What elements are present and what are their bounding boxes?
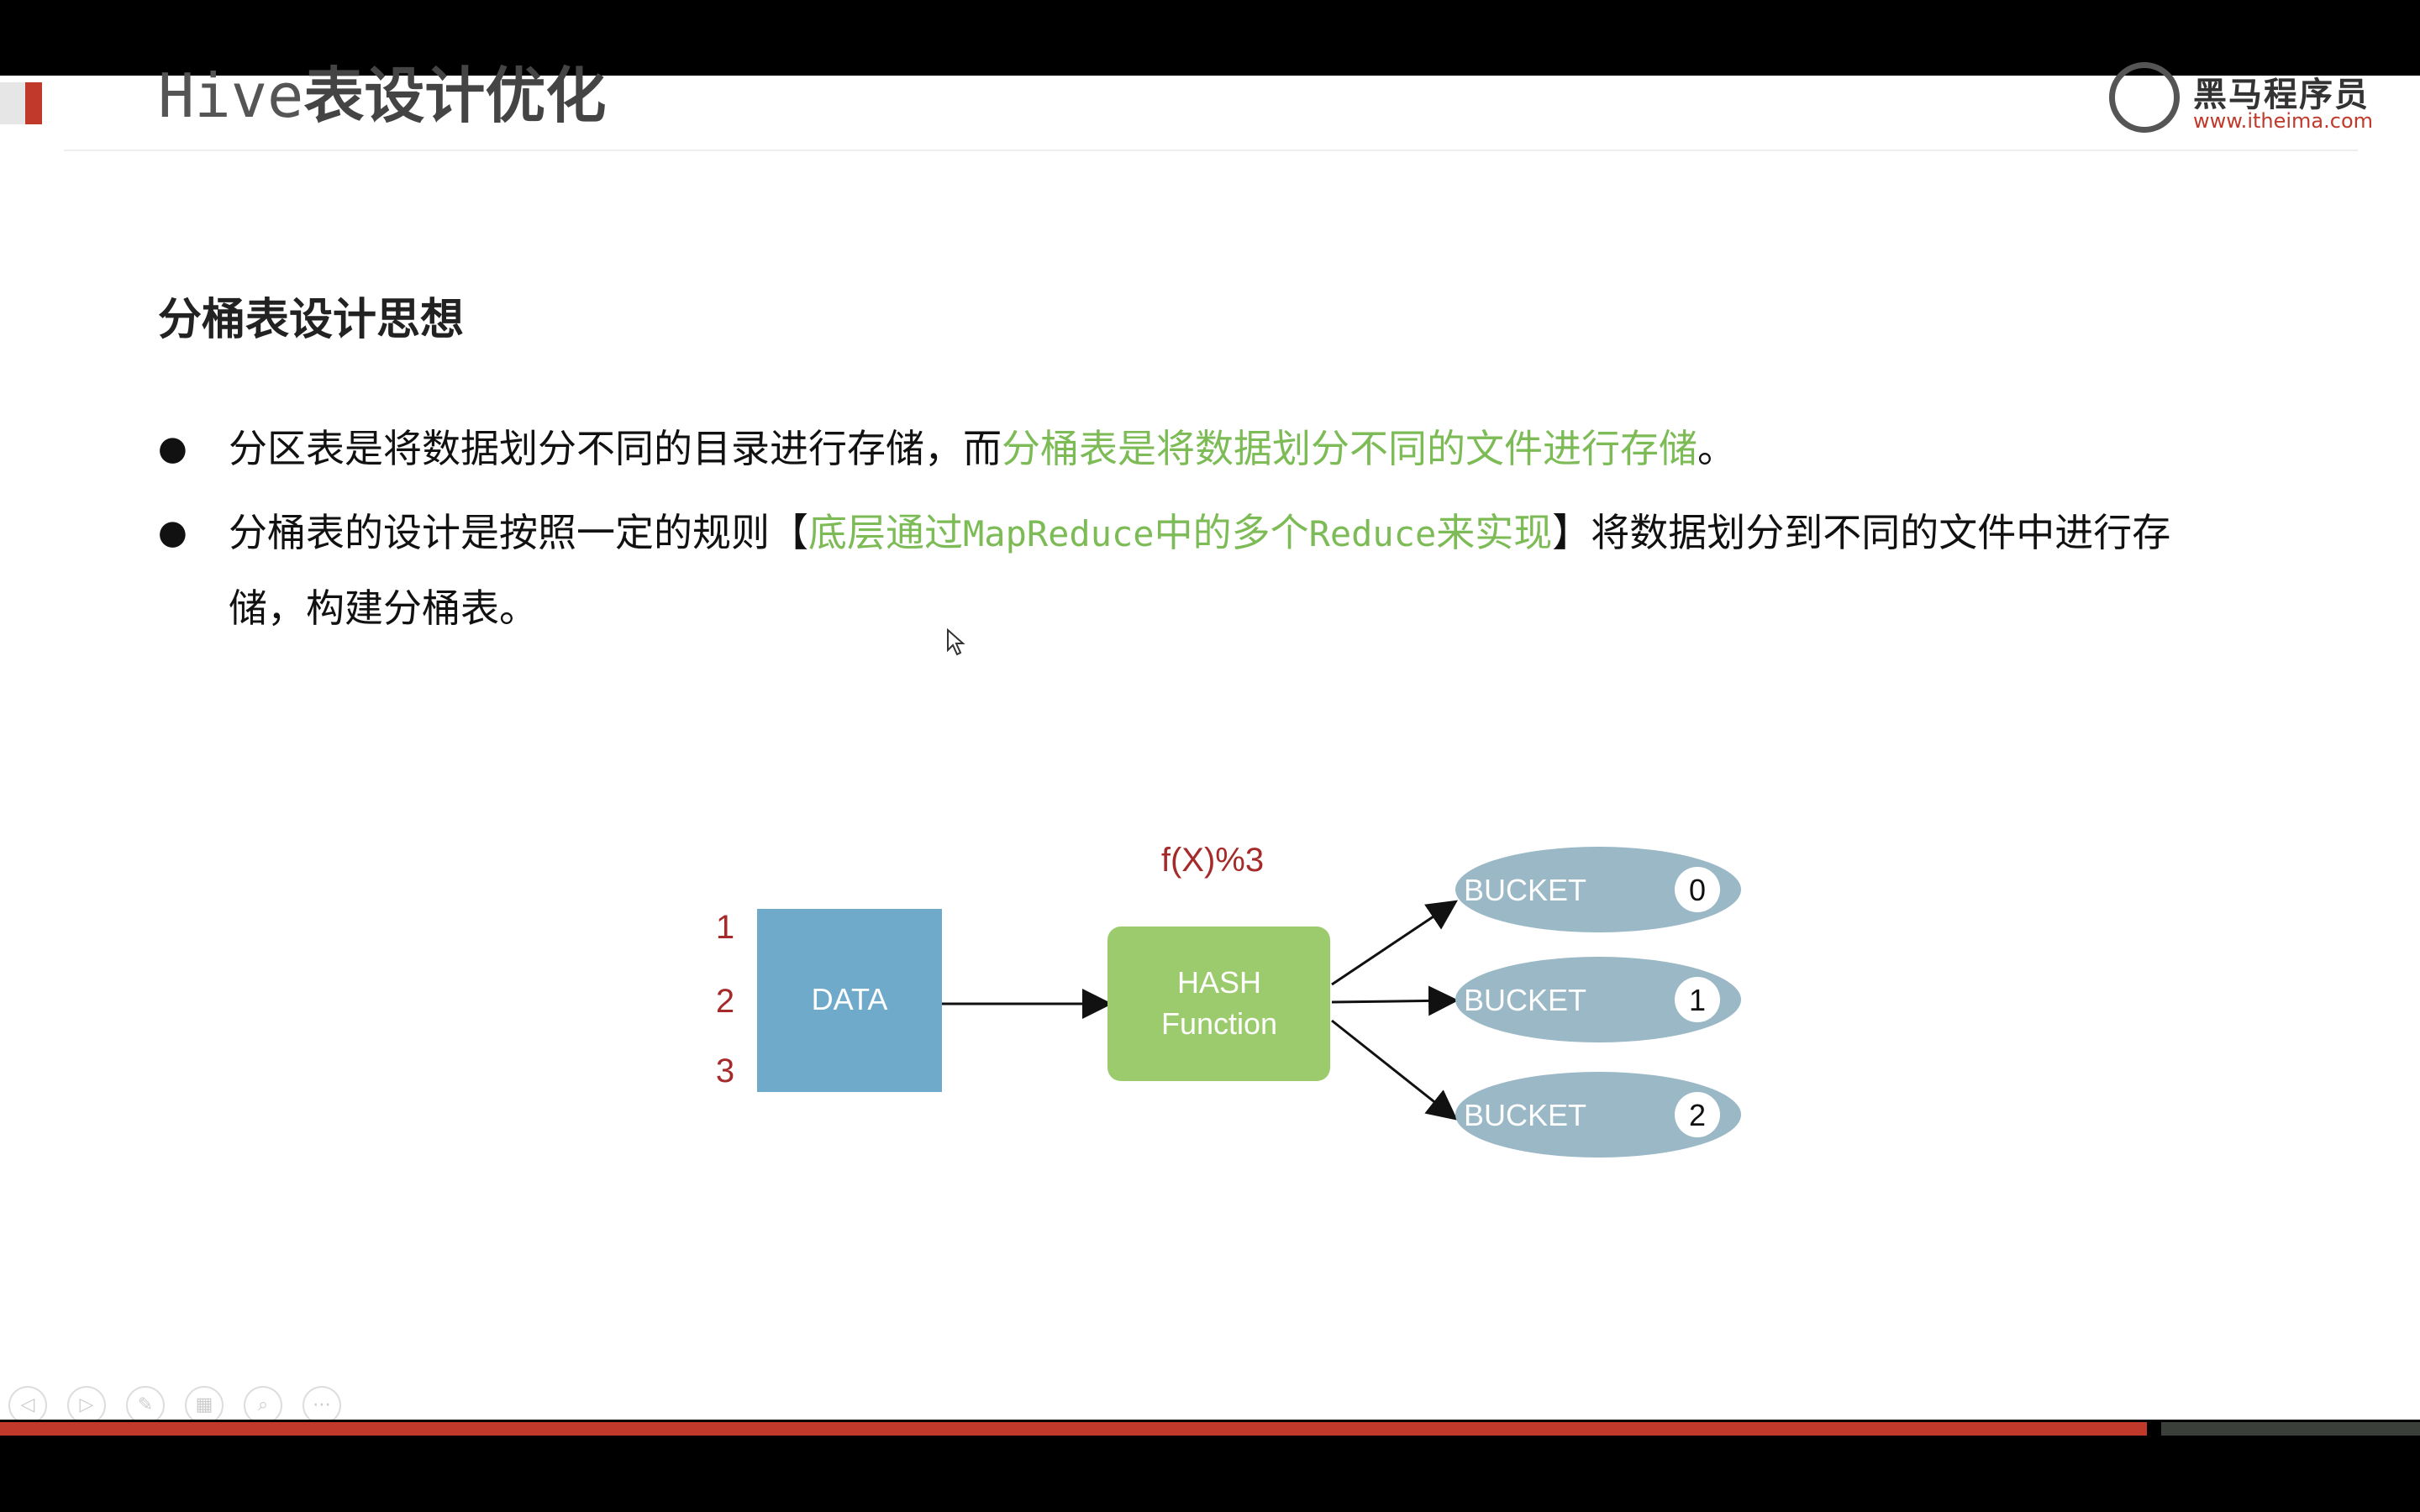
- logo-text: 黑马程序员: [2193, 76, 2370, 114]
- title-accent-red: [25, 82, 42, 124]
- data-label: DATA: [812, 982, 888, 1016]
- row-number-2: 2: [716, 983, 734, 1020]
- hash-function-box: [1107, 927, 1330, 1081]
- bucket-2-index: 2: [1689, 1098, 1706, 1132]
- bucket-1-index-badge: [1675, 977, 1720, 1022]
- hash-to-bucket0-arrow: [1331, 900, 1458, 986]
- bullet-dot-icon: ●: [158, 429, 187, 468]
- bullet1-highlight: 分桶表是将数据划分不同的文件进行存储: [1002, 426, 1697, 471]
- slide-progress-bar[interactable]: [0, 1422, 2147, 1436]
- hash-label-line1: HASH: [1177, 965, 1261, 1000]
- mouse-cursor-icon: [947, 628, 965, 656]
- hash-label-line2: Function: [1161, 1006, 1277, 1041]
- bullet2-mono2: Reduce: [1308, 513, 1437, 554]
- title-cjk: 表设计优化: [303, 60, 607, 131]
- logo-url: www.itheima.com: [2193, 109, 2374, 133]
- bullet1-end: 。: [1697, 426, 1736, 471]
- row-number-3: 3: [716, 1053, 734, 1089]
- bucketing-diagram: f(X)%3 1 2 3 DATA HASH Function BUCKET 0…: [716, 842, 1741, 1158]
- bullet2-plain-end: 】将数据划分到不同的文件中进行存储，构建分桶表。: [229, 510, 2171, 631]
- logo-mark-icon: [2109, 62, 2180, 133]
- bullet2-hl1: 底层通过: [808, 510, 963, 555]
- hash-to-bucket1-arrow: [1331, 985, 1459, 1016]
- data-box: [757, 909, 942, 1092]
- hash-formula: f(X)%3: [1161, 842, 1264, 879]
- bullet-dot-icon: ●: [158, 513, 187, 552]
- bucket-1-index: 1: [1689, 983, 1706, 1017]
- bucket-1-label: BUCKET: [1464, 983, 1586, 1017]
- bullet2-hl3: 来实现: [1436, 510, 1553, 555]
- bullet2-hl2: 中的多个: [1154, 510, 1309, 555]
- bullet-item-2: ● 分桶表的设计是按照一定的规则【底层通过MapReduce中的多个Reduce…: [158, 496, 2245, 645]
- page-title: Hive表设计优化: [158, 66, 606, 126]
- brand-logo: 黑马程序员 www.itheima.com: [2109, 57, 2373, 141]
- bucket-2-index-badge: [1675, 1092, 1720, 1137]
- title-divider: [64, 150, 2358, 151]
- title-accent-gray: [0, 82, 25, 124]
- bucket-0-index-badge: [1675, 867, 1720, 912]
- title-latin: Hive: [158, 60, 304, 131]
- video-top-bar: [0, 0, 2420, 76]
- bucket-0-index: 0: [1689, 873, 1706, 907]
- bucket-2-label: BUCKET: [1464, 1098, 1586, 1132]
- bucket-0: BUCKET 0: [1455, 847, 1741, 932]
- section-subtitle: 分桶表设计思想: [158, 295, 465, 345]
- bullet2-mono1: MapReduce: [963, 513, 1155, 554]
- bullet-item-1: ● 分区表是将数据划分不同的目录进行存储，而分桶表是将数据划分不同的文件进行存储…: [158, 412, 2245, 486]
- row-number-1: 1: [716, 909, 734, 946]
- bullet2-plain-start: 分桶表的设计是按照一定的规则【: [229, 510, 808, 555]
- slide: [0, 76, 2420, 1420]
- bucket-1: BUCKET 1: [1455, 957, 1741, 1042]
- bullet1-plain: 分区表是将数据划分不同的目录进行存储，而: [229, 426, 1002, 471]
- hash-to-bucket2-arrow: [1331, 1019, 1458, 1121]
- slide-progress-remaining: [2161, 1422, 2420, 1436]
- bucket-0-label: BUCKET: [1464, 873, 1586, 907]
- bucket-2: BUCKET 2: [1455, 1072, 1741, 1158]
